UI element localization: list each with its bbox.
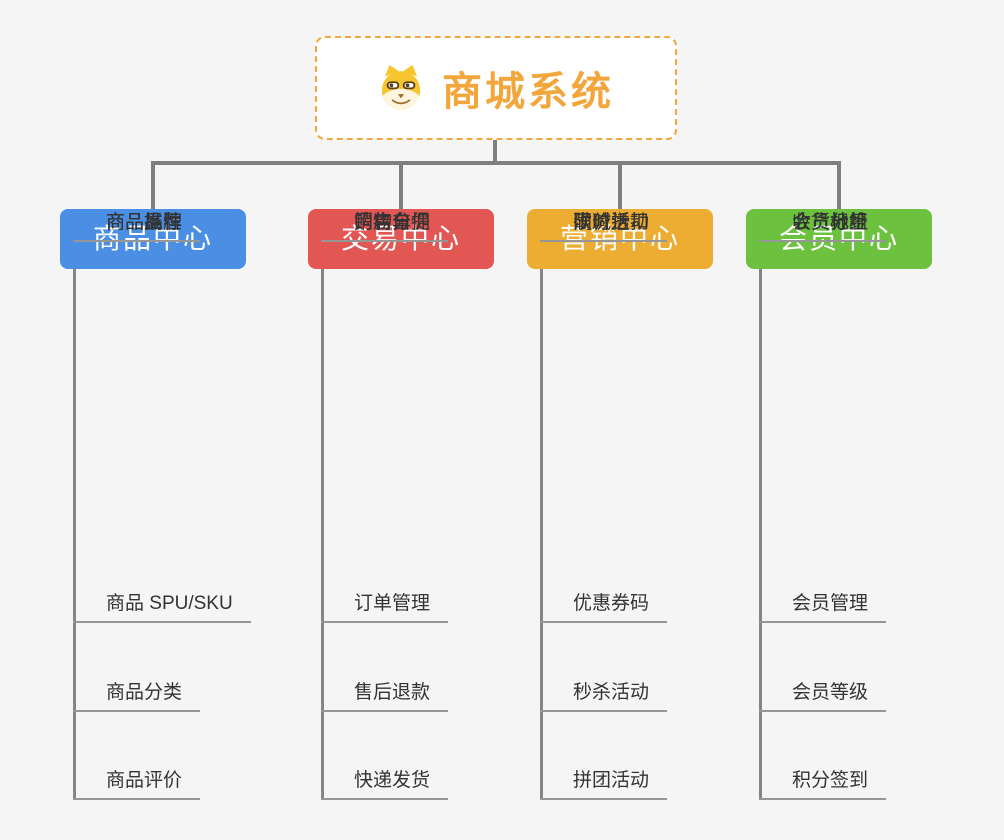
branch-vertical-line — [540, 269, 543, 800]
branch-node-product-center: 商品中心 — [60, 209, 246, 269]
branch-vertical-line — [759, 269, 762, 800]
root-node: 商城系统 — [315, 36, 677, 140]
leaf-item: 订单管理 — [321, 590, 449, 623]
leaf-item: 会员等级 — [759, 679, 887, 712]
branch-trade-center: 交易中心 订单管理 售后退款 快递发货 门店自提 购物车 销售分佣 — [308, 161, 558, 809]
connector-drop — [151, 161, 155, 209]
branch-marketing-center: 营销中心 优惠券码 秒杀活动 拼团活动 砍价活动 限时折扣 满减送 — [527, 161, 777, 809]
leaf-item: 商品 SPU/SKU — [73, 590, 251, 623]
connector-drop — [837, 161, 841, 209]
leaf-item: 满减送 — [540, 209, 649, 242]
branch-node-member-center: 会员中心 — [746, 209, 932, 269]
leaf-item: 拼团活动 — [540, 767, 668, 800]
leaf-item: 快递发货 — [321, 767, 449, 800]
root-title: 商城系统 — [442, 70, 614, 114]
dog-face-icon — [381, 65, 421, 110]
leaf-item: 商品评价 — [73, 767, 201, 800]
leaf-item: 商品分类 — [73, 679, 201, 712]
leaf-item: 秒杀活动 — [540, 679, 668, 712]
branch-product-center: 商品中心 商品 SPU/SKU 商品分类 商品评价 商品属性 商品推荐 商品品牌 — [60, 161, 310, 809]
branch-member-center: 会员中心 会员管理 会员等级 积分签到 会员标签 会员分组 收货地址 — [746, 161, 996, 809]
leaf-item: 商品品牌 — [73, 209, 201, 242]
leaf-item: 销售分佣 — [321, 209, 449, 242]
leaf-item: 积分签到 — [759, 767, 887, 800]
connector-horizontal-bar — [151, 161, 841, 165]
branch-node-trade-center: 交易中心 — [308, 209, 494, 269]
connector-drop — [399, 161, 403, 209]
branch-node-marketing-center: 营销中心 — [527, 209, 713, 269]
leaf-item: 优惠券码 — [540, 590, 668, 623]
leaf-item: 售后退款 — [321, 679, 449, 712]
leaf-item: 会员管理 — [759, 590, 887, 623]
connector-drop — [618, 161, 622, 209]
branch-vertical-line — [321, 269, 324, 800]
leaf-item: 收货地址 — [759, 209, 887, 242]
branch-vertical-line — [73, 269, 76, 800]
connector-root-stub — [493, 140, 497, 165]
